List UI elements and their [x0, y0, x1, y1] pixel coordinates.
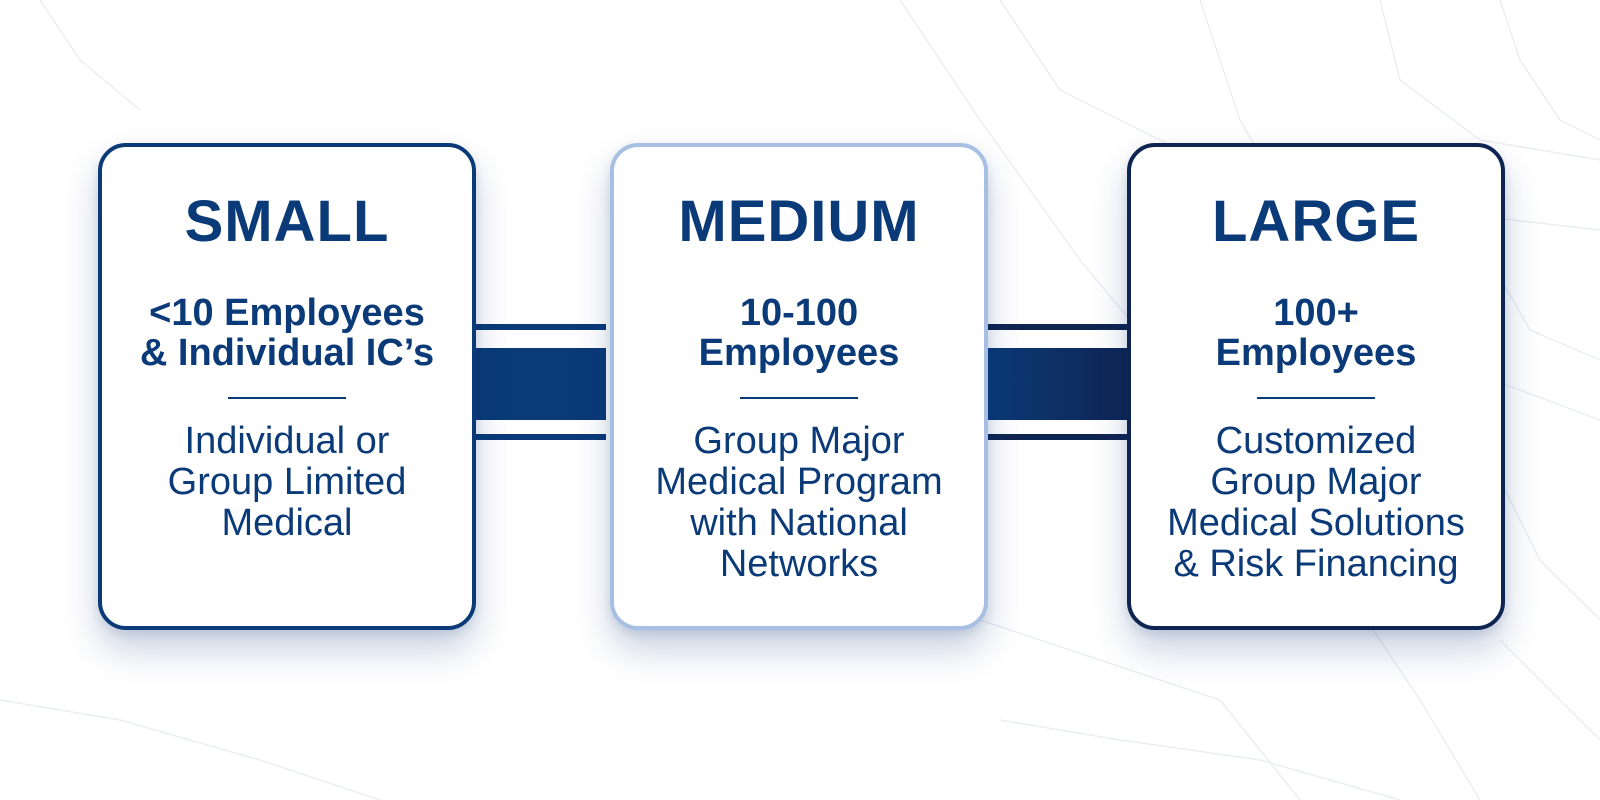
card-employee-range: <10 Employees & Individual IC’s: [122, 293, 452, 373]
card-employee-range-line: 10-100: [739, 292, 859, 334]
connector-medium-large: [988, 324, 1128, 444]
connector-line-top: [476, 324, 606, 330]
card-description-line: Group Limited: [167, 461, 407, 503]
card-description-line: & Risk Financing: [1173, 543, 1459, 585]
card-description-line: Networks: [719, 543, 879, 585]
card-employee-range: 100+ Employees: [1151, 293, 1481, 373]
card-description: Individual or Group Limited Medical: [117, 421, 457, 544]
card-employee-range-line: Employees: [698, 332, 900, 374]
card-title: MEDIUM: [678, 189, 920, 254]
connector-small-medium: [476, 324, 606, 444]
connector-line-bottom: [988, 434, 1128, 440]
card-employee-range-line: & Individual IC’s: [139, 332, 435, 374]
card-description-line: Medical Solutions: [1167, 502, 1465, 544]
connector-band: [988, 348, 1128, 420]
card-description-line: Medical Program: [655, 461, 943, 503]
card-description: Customized Group Major Medical Solutions…: [1146, 421, 1486, 585]
card-description-line: Customized: [1215, 420, 1417, 462]
connector-line-top: [988, 324, 1128, 330]
card-description-line: Group Major: [693, 420, 905, 462]
card-employee-range-line: 100+: [1273, 292, 1359, 334]
card-title: LARGE: [1212, 189, 1420, 254]
card-employee-range-line: Employees: [1215, 332, 1417, 374]
card-description-line: with National: [690, 502, 908, 544]
card-description-line: Medical: [221, 502, 353, 544]
card-employee-range: 10-100 Employees: [634, 293, 964, 373]
connector-band: [476, 348, 606, 420]
card-description-line: Individual or: [184, 420, 390, 462]
card-divider: [740, 397, 858, 399]
connector-line-bottom: [476, 434, 606, 440]
card-description: Group Major Medical Program with Nationa…: [629, 421, 969, 585]
card-large: LARGE 100+ Employees Customized Group Ma…: [1127, 143, 1505, 630]
card-medium: MEDIUM 10-100 Employees Group Major Medi…: [610, 143, 988, 630]
card-employee-range-line: <10 Employees: [149, 292, 425, 334]
card-divider: [1257, 397, 1375, 399]
card-title: SMALL: [184, 189, 390, 254]
card-small: SMALL <10 Employees & Individual IC’s In…: [98, 143, 476, 630]
card-divider: [228, 397, 346, 399]
card-description-line: Group Major: [1210, 461, 1422, 503]
